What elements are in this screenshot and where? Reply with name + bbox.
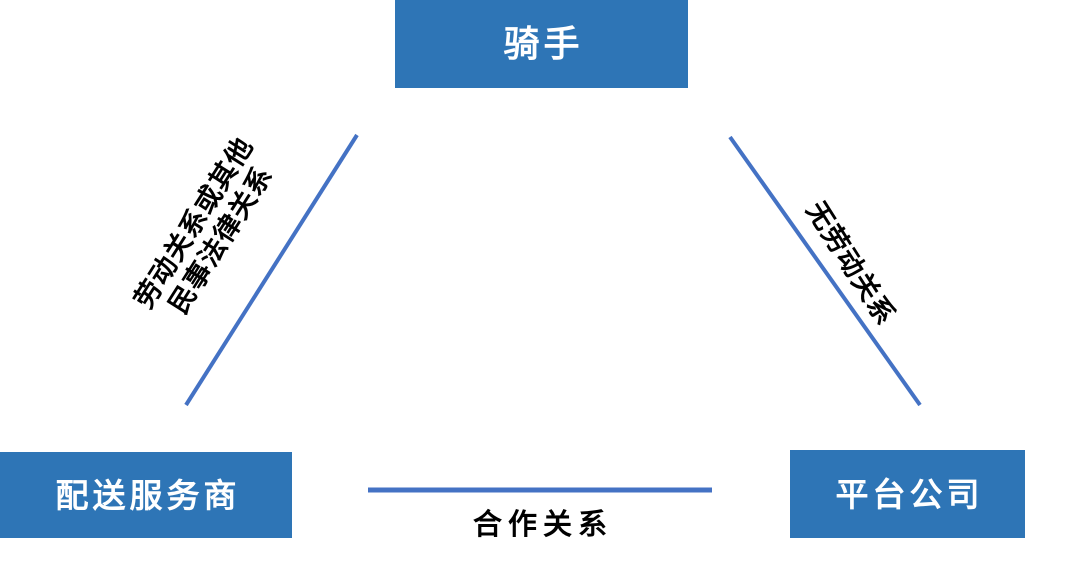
node-rider-label: 骑手 bbox=[503, 23, 584, 64]
node-platform-company-label: 平台公司 bbox=[835, 475, 984, 513]
edge-label-delivery-platform: 合作关系 bbox=[400, 508, 680, 542]
edge-label-delivery-platform-text: 合作关系 bbox=[472, 509, 613, 541]
connector-rider-platform bbox=[728, 135, 922, 407]
edge-label-rider-platform: 无劳动关系 bbox=[756, 129, 944, 399]
edge-label-rider-delivery: 劳动关系或其他 民事法律关系 bbox=[95, 80, 320, 384]
node-rider[interactable]: 骑手 bbox=[395, 0, 688, 88]
node-delivery-service-provider[interactable]: 配送服务商 bbox=[0, 452, 292, 538]
edge-label-rider-platform-text: 无劳动关系 bbox=[800, 196, 901, 331]
node-platform-company[interactable]: 平台公司 bbox=[790, 450, 1025, 538]
edge-label-rider-delivery-line2: 民事法律关系 bbox=[162, 160, 279, 319]
node-delivery-service-provider-label: 配送服务商 bbox=[55, 476, 241, 514]
